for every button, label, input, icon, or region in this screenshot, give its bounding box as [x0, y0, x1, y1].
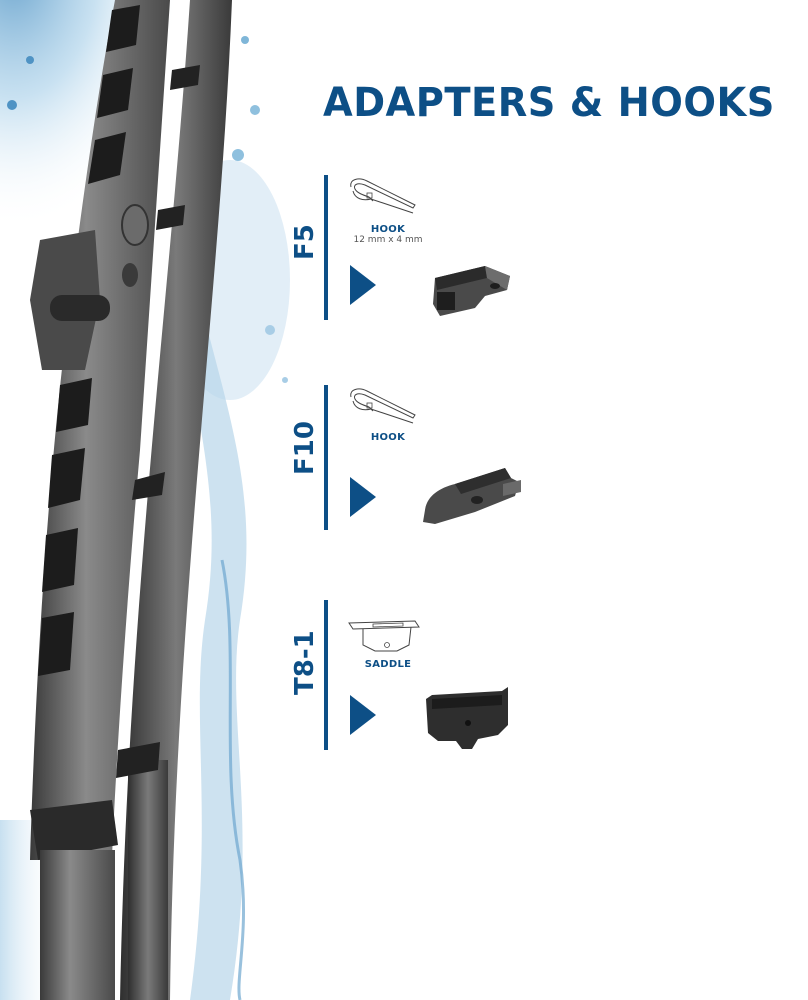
adapter-dimensions: 12 mm x 4 mm	[353, 235, 423, 245]
adapter-code-label: F10	[290, 421, 320, 475]
adapter-type-label: SADDLE	[364, 659, 412, 670]
adapter-type-label: HOOK	[370, 224, 406, 235]
adapter-code-label: F5	[290, 224, 320, 260]
hook-schematic-icon	[350, 178, 416, 214]
adapter-type-caption: HOOK	[338, 432, 438, 443]
section-divider-bar	[324, 600, 328, 750]
saddle-schematic-icon	[348, 620, 420, 652]
adapter-section-f5: F5 HOOK 12 mm x 4 mm	[290, 170, 540, 320]
adapter-type-label: HOOK	[370, 432, 406, 443]
section-divider-bar	[324, 385, 328, 530]
adapter-section-f10: F10 HOOK	[290, 380, 540, 530]
wiper-blade-image	[30, 0, 232, 1000]
adapter-type-caption: SADDLE	[338, 659, 438, 670]
adapter-type-caption: HOOK 12 mm x 4 mm	[338, 224, 438, 245]
adapter-code-label: T8-1	[290, 630, 320, 695]
f5-adapter-image	[433, 266, 510, 316]
arrow-right-icon	[350, 265, 376, 305]
f10-adapter-image	[423, 468, 521, 524]
section-divider-bar	[324, 175, 328, 320]
arrow-right-icon	[350, 695, 376, 735]
adapter-section-t8-1: T8-1 SADDLE	[290, 595, 540, 750]
page-title: ADAPTERS & HOOKS	[323, 80, 775, 126]
arrow-right-icon	[350, 477, 376, 517]
hook-schematic-icon	[350, 388, 416, 424]
t8-1-adapter-image	[426, 687, 508, 749]
